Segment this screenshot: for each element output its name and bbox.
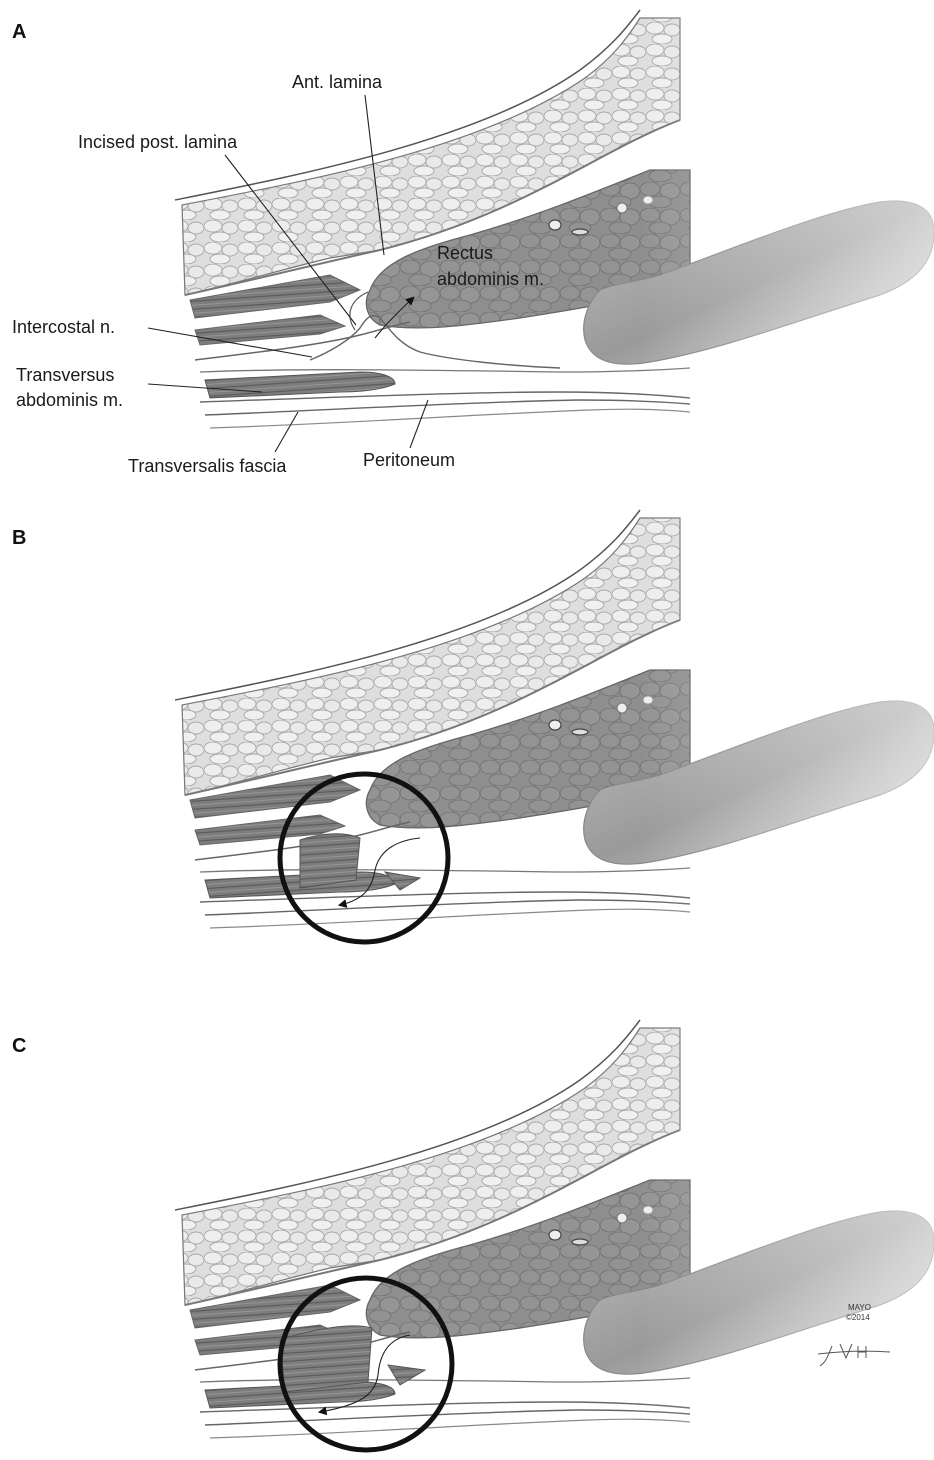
panel-a-letter: A (12, 21, 26, 43)
label-transversus-line2: abdominis m. (16, 390, 123, 410)
label-rectus-line2: abdominis m. (437, 269, 544, 289)
label-incised-post-lamina: Incised post. lamina (78, 132, 238, 152)
panel-c: C MAYO ©2014 (12, 1010, 934, 1460)
label-ant-lamina: Ant. lamina (292, 72, 383, 92)
label-intercostal-n: Intercostal n. (12, 317, 115, 337)
label-transversus-line1: Transversus (16, 365, 114, 385)
label-rectus-line1: Rectus (437, 243, 493, 263)
credit-year: ©2014 (846, 1313, 870, 1322)
panel-a: A Ant. lamina Incised post. lamina Rectu… (12, 0, 934, 476)
panel-b: B (12, 500, 934, 970)
label-transversalis-fascia: Transversalis fascia (128, 456, 287, 476)
panel-b-letter: B (12, 527, 26, 549)
panel-c-letter: C (12, 1035, 26, 1057)
label-peritoneum: Peritoneum (363, 450, 455, 470)
credit-mayo: MAYO (848, 1303, 871, 1312)
